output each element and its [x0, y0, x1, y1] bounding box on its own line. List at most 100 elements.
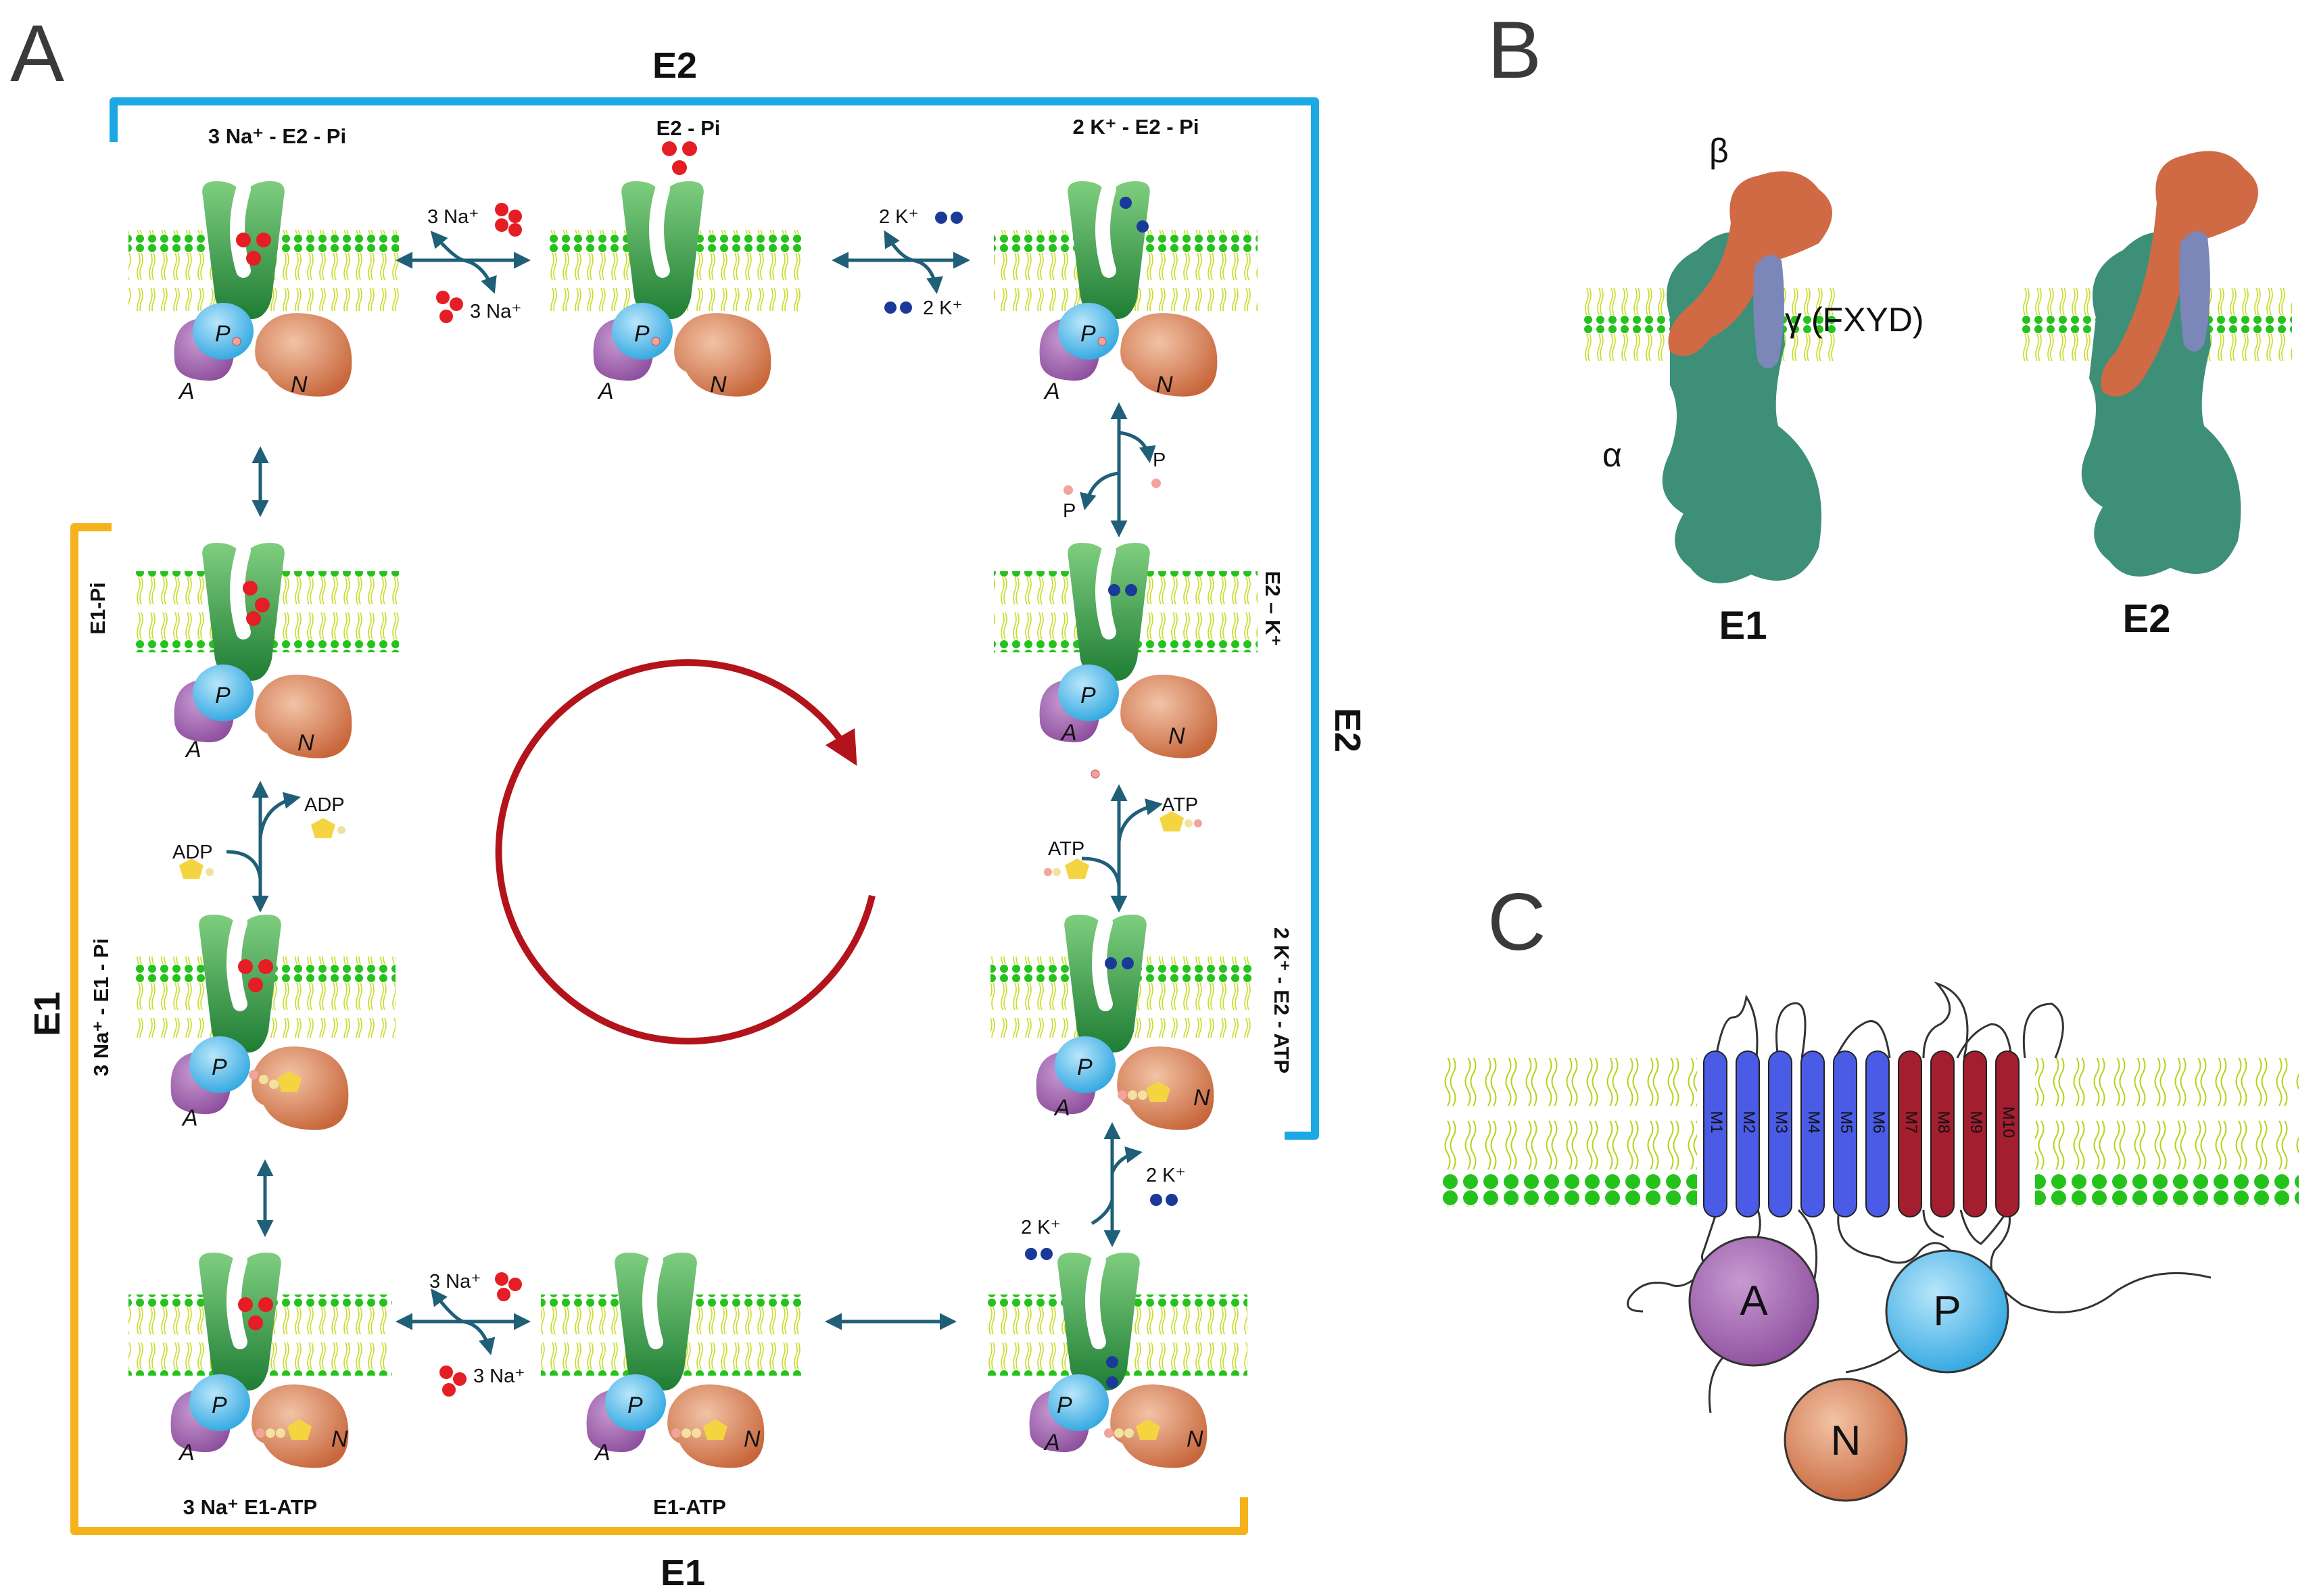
atp-markers	[249, 1070, 1170, 1440]
e1-bracket-label-left: E1	[27, 992, 68, 1036]
panel-label-a: A	[10, 8, 64, 99]
e1-bracket-label-bottom: E1	[661, 1553, 705, 1593]
subunit-label-beta: β	[1709, 132, 1729, 170]
domain-label-n: N	[297, 730, 314, 756]
transition-label: 3 Na⁺	[429, 1271, 481, 1292]
domain-label-a: A	[178, 379, 195, 404]
domain-label-a: A	[1043, 379, 1060, 404]
domain-label-n: N	[331, 1426, 348, 1452]
tm-segment-label: M8	[1934, 1111, 1953, 1133]
transition-arrow	[430, 231, 464, 262]
transition-label: ATP	[1048, 838, 1084, 860]
panel-label-c: C	[1487, 877, 1546, 967]
transition-nucleotides	[179, 811, 1202, 879]
tm-segment-label: M5	[1837, 1111, 1855, 1133]
transition-arrow	[462, 1320, 496, 1355]
domain-label-p: P	[215, 321, 231, 347]
domain-n-circle: N	[1784, 1378, 1908, 1502]
transition-arrow	[1081, 856, 1121, 886]
transition-label: 2 K⁺	[923, 297, 963, 319]
state-label-e2-k: E2 – K⁺	[1261, 571, 1285, 646]
tm-segment	[1736, 1050, 1760, 1217]
state-label-e1-atp: E1-ATP	[653, 1495, 726, 1519]
tm-segment	[1963, 1050, 1987, 1217]
domain-label-a: A	[1053, 1095, 1070, 1121]
domain-label-a: A	[597, 379, 614, 404]
tm-segment-label: M3	[1772, 1111, 1790, 1133]
transition-arrow	[226, 850, 262, 879]
state-label-3na-e2-pi: 3 Na⁺ - E2 - Pi	[208, 124, 346, 148]
tm-segment-label: M1	[1707, 1111, 1725, 1133]
domain-label-p: P	[1057, 1393, 1072, 1418]
e2-bracket-label-right: E2	[1327, 708, 1368, 752]
transition-label: 2 K⁺	[879, 206, 919, 228]
transition-sodium	[436, 203, 522, 1397]
domain-label-n: N	[1168, 723, 1185, 749]
transition-label: P	[1153, 450, 1166, 471]
transition-arrow	[884, 230, 913, 262]
sodium-ions	[236, 141, 697, 1330]
domain-label-p: P	[215, 683, 231, 708]
domain-label-p: P	[1080, 321, 1096, 347]
domain-label-a: A	[1043, 1430, 1060, 1455]
structure-e2	[2081, 151, 2258, 577]
tm-segment-label: M2	[1740, 1111, 1758, 1133]
domain-label-n: N	[710, 372, 727, 397]
e1-bracket	[70, 523, 1248, 1535]
domain-label-p: P	[627, 1393, 643, 1418]
transition-arrow	[258, 792, 301, 839]
tm-segment	[1995, 1050, 2020, 1217]
domain-label-a: A	[185, 737, 201, 763]
transition-label: 3 Na⁺	[427, 206, 479, 228]
domain-circle-label-a: A	[1740, 1278, 1768, 1324]
domain-label-a: A	[1060, 720, 1077, 746]
state-label-3na-e1-pi: 3 Na⁺ - E1 - Pi	[89, 938, 113, 1076]
structure-label-e2: E2	[2123, 597, 2171, 641]
domain-label-p: P	[212, 1055, 227, 1080]
domain-label-a: A	[181, 1105, 198, 1131]
domain-label-p: P	[212, 1393, 227, 1418]
tm-segment-label: M4	[1805, 1111, 1823, 1133]
domain-label-n: N	[1193, 1085, 1210, 1111]
tm-segment	[1833, 1050, 1857, 1217]
transition-label: 3 Na⁺	[473, 1365, 525, 1387]
transition-arrow	[1118, 431, 1156, 463]
domain-a-circle: A	[1688, 1236, 1819, 1367]
state-label-3na-e1-atp: 3 Na⁺ E1-ATP	[183, 1495, 317, 1519]
phosphate-markers	[232, 337, 1107, 779]
transition-arrow	[1110, 1146, 1143, 1174]
domain-label-n: N	[744, 1426, 761, 1452]
domain-label-a: A	[594, 1440, 611, 1466]
domain-label-p: P	[1077, 1055, 1093, 1080]
transition-label: 3 Na⁺	[470, 301, 522, 322]
domain-label-p: P	[1080, 683, 1096, 708]
transition-arrow	[1117, 798, 1163, 842]
tm-segment	[1865, 1050, 1890, 1217]
domain-label-n: N	[291, 372, 308, 397]
tm-segment-label: M9	[1967, 1111, 1985, 1133]
tm-segment	[1768, 1050, 1792, 1217]
transition-arrow	[430, 1288, 464, 1324]
tm-segment-label: M10	[1999, 1107, 2017, 1138]
transition-label: 2 K⁺	[1021, 1217, 1061, 1238]
transition-phosphate	[1064, 479, 1161, 495]
transition-arrow	[1080, 471, 1120, 510]
transition-label: ATP	[1162, 794, 1198, 816]
tm-segment	[1800, 1050, 1825, 1217]
transition-label: P	[1063, 500, 1076, 522]
subunit-label-alpha: α	[1602, 436, 1622, 474]
e2-bracket-label-top: E2	[652, 45, 697, 86]
transition-arrow	[462, 258, 497, 294]
tm-segment	[1930, 1050, 1955, 1217]
transition-arrow	[1091, 1199, 1114, 1226]
panel-label-b: B	[1487, 5, 1542, 95]
transition-label: ADP	[304, 794, 345, 816]
domain-label-a: A	[178, 1440, 195, 1466]
structure-label-e1: E1	[1719, 604, 1767, 648]
domain-label-n: N	[1156, 372, 1173, 397]
tm-segment-label: M6	[1869, 1111, 1888, 1133]
linker-loops	[1627, 981, 2212, 1413]
domain-label-p: P	[634, 321, 650, 347]
